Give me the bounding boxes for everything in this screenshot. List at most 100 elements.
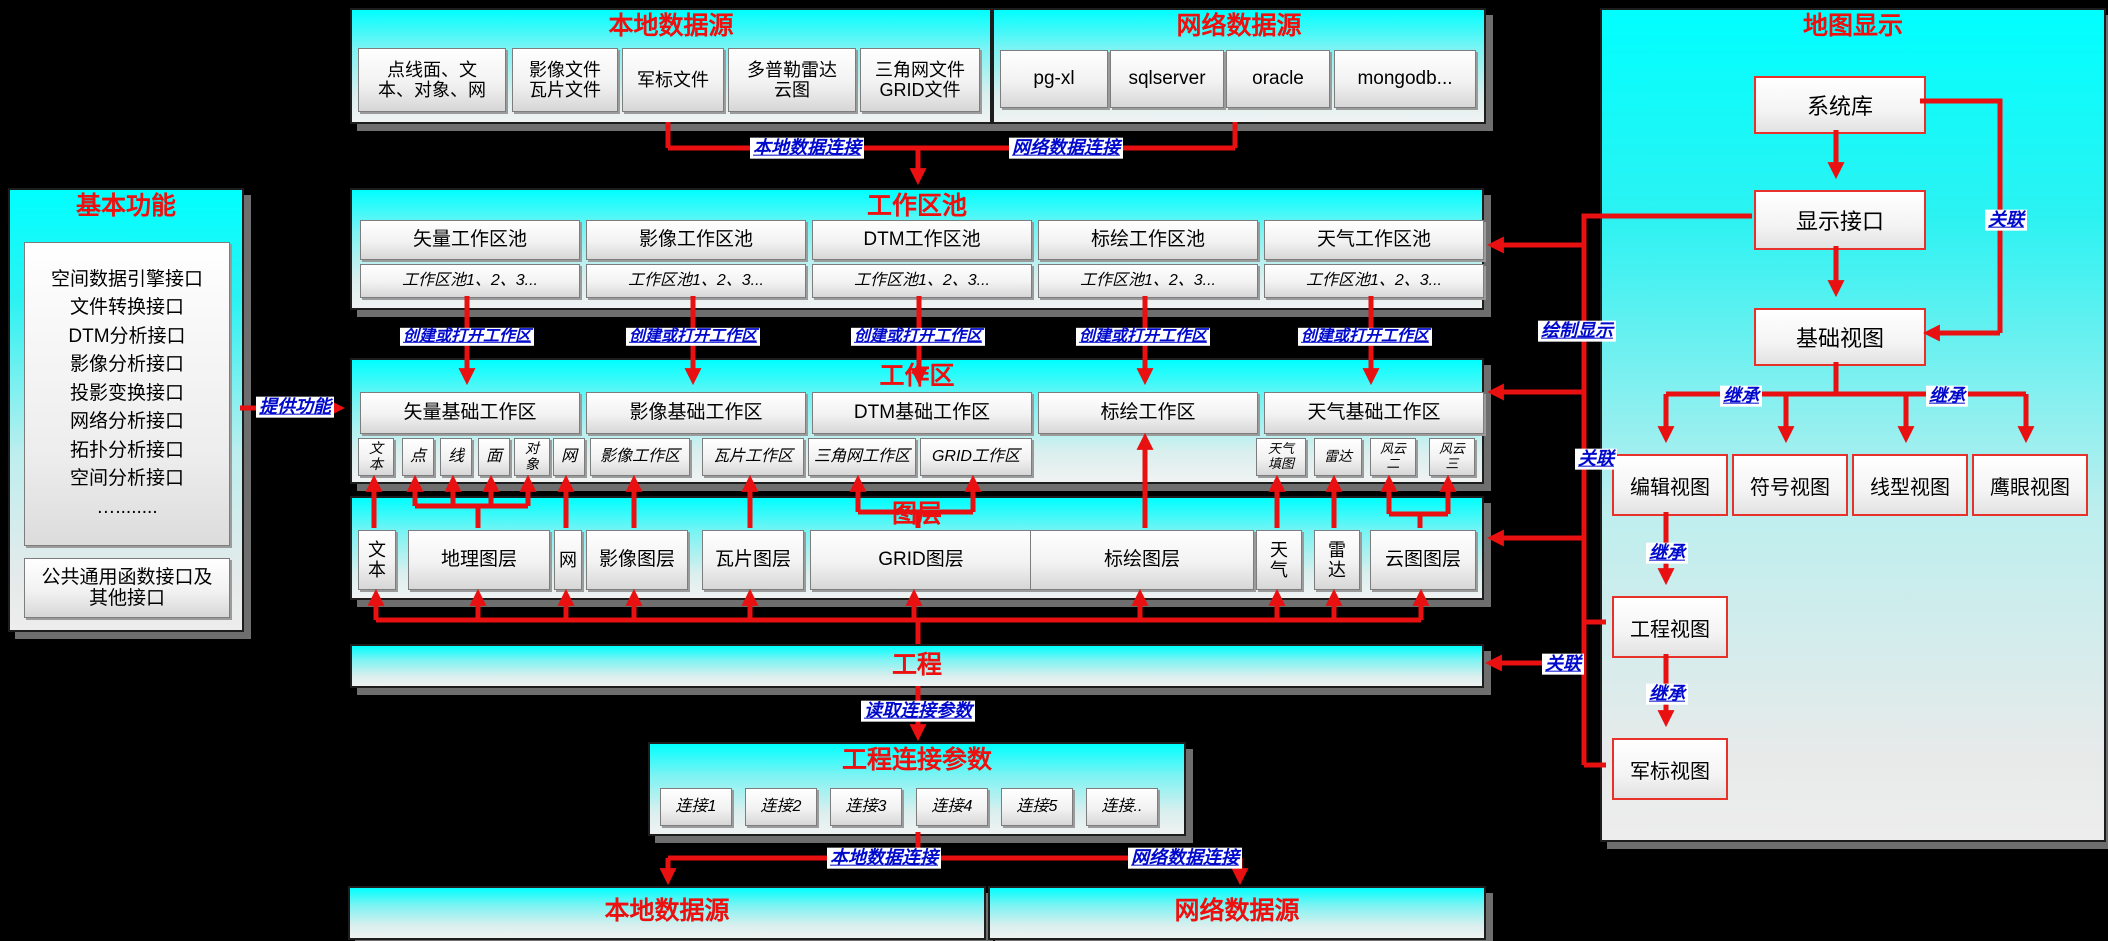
pool-instances: 工作区池1、2、3...	[812, 264, 1032, 298]
edge-label-assoc: 关联	[1985, 209, 2027, 231]
connection-item: 连接4	[916, 788, 988, 826]
local-source-item: 影像文件 瓦片文件	[512, 48, 618, 112]
connection-item: 连接1	[660, 788, 732, 826]
connection-item: 连接3	[830, 788, 902, 826]
section-title: 工作区	[879, 362, 955, 390]
workzone-sub: 影像工作区	[590, 438, 690, 476]
workzone-sub: 雷达	[1314, 438, 1362, 476]
pool-instances: 工作区池1、2、3...	[1264, 264, 1484, 298]
local-source-item: 点线面、文 本、对象、网	[358, 48, 506, 112]
edge-label-create-open: 创建或打开工作区	[1075, 327, 1211, 347]
node-symbol-view: 符号视图	[1732, 454, 1848, 516]
section-local-data-source-bottom: 本地数据源	[348, 886, 986, 940]
local-source-item: 军标文件	[622, 48, 724, 112]
pool-column: 天气工作区池	[1264, 220, 1484, 260]
edge-label-create-open: 创建或打开工作区	[399, 327, 535, 347]
edge-label-assoc: 关联	[1575, 448, 1617, 470]
node-edit-view: 编辑视图	[1612, 454, 1728, 516]
edge-label-inherit: 继承	[1646, 542, 1688, 564]
edge-label-inherit: 继承	[1720, 385, 1762, 407]
connection-item: 连接..	[1086, 788, 1158, 826]
section-title: 基本功能	[75, 192, 176, 220]
node-line-view: 线型视图	[1852, 454, 1968, 516]
workzone-base: 矢量基础工作区	[360, 392, 580, 434]
section-title: 工程连接参数	[841, 746, 992, 774]
workzone-sub: 网	[553, 438, 585, 476]
section-local-data-source-top: 本地数据源 点线面、文 本、对象、网 影像文件 瓦片文件 军标文件 多普勒雷达 …	[350, 8, 992, 124]
layer-box: 地理图层	[408, 530, 550, 590]
node-display-interface: 显示接口	[1754, 190, 1926, 250]
node-eagle-eye-view: 鹰眼视图	[1972, 454, 2088, 516]
local-source-item: 三角网文件 GRID文件	[860, 48, 980, 112]
workzone-sub: GRID工作区	[920, 438, 1032, 476]
edge-label-create-open: 创建或打开工作区	[850, 327, 986, 347]
workzone-sub: 天气 填图	[1256, 438, 1306, 476]
workzone-sub: 瓦片工作区	[702, 438, 804, 476]
workzone-sub: 点	[402, 438, 434, 476]
layer-box: 标绘图层	[1030, 530, 1254, 590]
workzone-base: 影像基础工作区	[586, 392, 806, 434]
workzone-base: 天气基础工作区	[1264, 392, 1484, 434]
edge-label-draw-display: 绘制显示	[1538, 320, 1616, 342]
edge-label-local-conn-top: 本地数据连接	[750, 137, 864, 159]
edge-label-net-conn-top: 网络数据连接	[1009, 137, 1123, 159]
pool-column: DTM工作区池	[812, 220, 1032, 260]
network-source-item: pg-xl	[1000, 50, 1108, 108]
layer-box: GRID图层	[810, 530, 1032, 590]
edge-label-provide: 提供功能	[256, 396, 334, 418]
layer-box: 云图图层	[1370, 530, 1476, 590]
layer-box: 雷 达	[1314, 530, 1360, 590]
section-network-data-source-top: 网络数据源 pg-xl sqlserver oracle mongodb...	[992, 8, 1486, 124]
section-title: 工作区池	[866, 192, 967, 220]
layer-box: 影像图层	[586, 530, 688, 590]
section-network-data-source-bottom: 网络数据源	[988, 886, 1486, 940]
pool-instances: 工作区池1、2、3...	[1038, 264, 1258, 298]
network-source-item: sqlserver	[1110, 50, 1224, 108]
pool-column: 标绘工作区池	[1038, 220, 1258, 260]
workzone-sub: 文 本	[358, 438, 394, 476]
common-interface-box: 公共通用函数接口及 其他接口	[24, 558, 230, 618]
section-title: 网络数据源	[1176, 12, 1302, 40]
section-project: 工程	[350, 644, 1484, 688]
pool-column: 矢量工作区池	[360, 220, 580, 260]
section-project-connections: 工程连接参数 连接1 连接2 连接3 连接4 连接5 连接..	[648, 742, 1186, 836]
edge-label-local-conn-bottom: 本地数据连接	[827, 847, 941, 869]
edge-label-create-open: 创建或打开工作区	[1297, 327, 1433, 347]
section-title: 工程	[891, 651, 942, 679]
section-layers: 图层 文 本 地理图层 网 影像图层 瓦片图层 GRID图层 标绘图层 天 气 …	[350, 496, 1484, 600]
node-base-view: 基础视图	[1754, 308, 1926, 366]
workzone-sub: 三角网工作区	[808, 438, 916, 476]
section-title: 本地数据源	[608, 12, 734, 40]
section-title: 地图显示	[1802, 12, 1903, 40]
workzone-sub: 风云 二	[1370, 438, 1416, 476]
section-title: 图层	[891, 500, 942, 528]
workzone-sub: 线	[440, 438, 472, 476]
layer-box: 瓦片图层	[702, 530, 804, 590]
workzone-sub: 对 象	[514, 438, 550, 476]
node-system-lib: 系统库	[1754, 76, 1926, 134]
workzone-base: DTM基础工作区	[812, 392, 1032, 434]
network-source-item: oracle	[1226, 50, 1330, 108]
pool-column: 影像工作区池	[586, 220, 806, 260]
local-source-item: 多普勒雷达 云图	[728, 48, 856, 112]
layer-box: 网	[554, 530, 582, 590]
section-title: 本地数据源	[604, 897, 730, 925]
section-workzone: 工作区 矢量基础工作区 影像基础工作区 DTM基础工作区 标绘工作区 天气基础工…	[350, 358, 1484, 484]
pool-instances: 工作区池1、2、3...	[586, 264, 806, 298]
edge-label-net-conn-bottom: 网络数据连接	[1128, 847, 1242, 869]
section-map-display: 地图显示 系统库 显示接口 基础视图 编辑视图 符号视图 线型视图 鹰眼视图 工…	[1600, 8, 2106, 842]
connection-item: 连接5	[1001, 788, 1073, 826]
layer-box: 天 气	[1256, 530, 1302, 590]
network-source-item: mongodb...	[1334, 50, 1476, 108]
edge-label-inherit: 继承	[1926, 385, 1968, 407]
section-title: 网络数据源	[1174, 897, 1300, 925]
connection-item: 连接2	[745, 788, 817, 826]
interface-list: 空间数据引擎接口 文件转换接口 DTM分析接口 影像分析接口 投影变换接口 网络…	[24, 242, 230, 546]
section-basic-functions: 基本功能 空间数据引擎接口 文件转换接口 DTM分析接口 影像分析接口 投影变换…	[8, 188, 244, 632]
layer-box: 文 本	[358, 530, 396, 590]
node-military-view: 军标视图	[1612, 738, 1728, 800]
edge-label-inherit: 继承	[1646, 683, 1688, 705]
workzone-sub: 面	[478, 438, 510, 476]
edge-label-assoc: 关联	[1542, 653, 1584, 675]
